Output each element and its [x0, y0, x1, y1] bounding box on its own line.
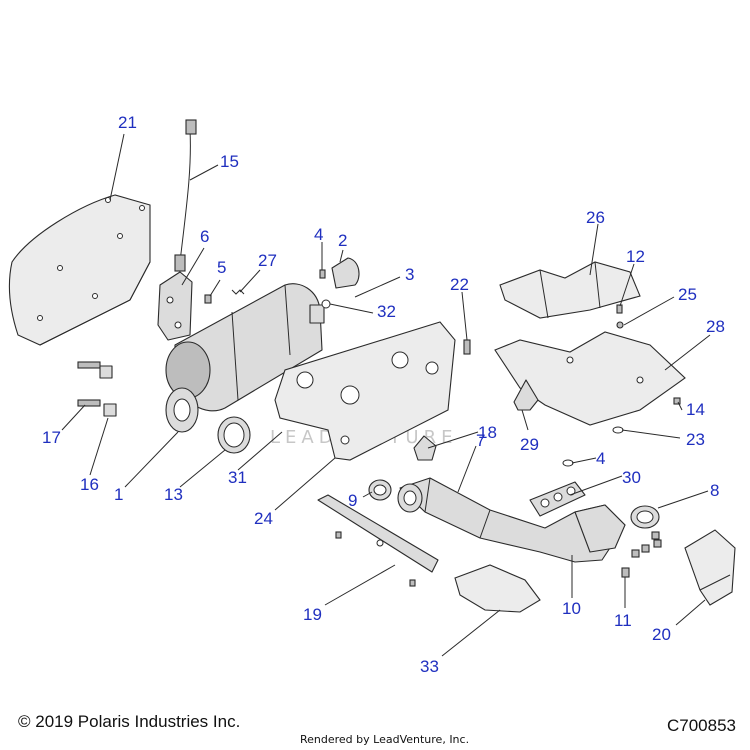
callout-10: 10: [562, 599, 581, 618]
callout-32: 32: [377, 302, 396, 321]
diagram-id: C700853: [666, 716, 736, 735]
callout-9: 9: [348, 491, 357, 510]
callout-19: 19: [303, 605, 322, 624]
callout-22: 22: [450, 275, 469, 294]
part-20-plate: [684, 529, 736, 606]
callout-25: 25: [678, 285, 697, 304]
callout-28: 28: [706, 317, 725, 336]
part-19-strap: [317, 494, 439, 587]
callout-11: 11: [614, 611, 632, 630]
callout-18: 18: [478, 423, 497, 442]
callout-5: 5: [217, 258, 226, 277]
rendered-by-link[interactable]: Rendered by LeadVenture, Inc.: [300, 733, 470, 746]
part-21-heat-shield: [9, 194, 151, 346]
part-33-pipe-shield: [454, 564, 541, 613]
callout-33: 33: [420, 657, 439, 676]
part-8-clamp: [630, 505, 660, 529]
part-13-gasket: [217, 416, 251, 454]
part-16-spring: [99, 365, 117, 417]
callout-14: 14: [686, 400, 705, 419]
copyright-text: © 2019 Polaris Industries Inc.: [18, 712, 241, 731]
callout-6: 6: [200, 227, 209, 246]
part-14-screw: [673, 397, 681, 405]
callout-12: 12: [626, 247, 645, 266]
part-15-oxygen-sensor: [174, 119, 197, 272]
callout-29: 29: [520, 435, 539, 454]
part-1-muffler: [165, 283, 325, 433]
callout-30: 30: [622, 468, 641, 487]
callout-4-lower: 4: [596, 449, 605, 468]
callout-31: 31: [228, 468, 247, 487]
callout-7: 7: [476, 431, 485, 450]
part-4-washer-lower: [562, 459, 574, 467]
part-11-bolts: [621, 531, 662, 578]
callout-24: 24: [254, 509, 273, 528]
callout-20: 20: [652, 625, 671, 644]
part-9-ring: [368, 479, 392, 501]
part-5-bolt: [204, 294, 212, 304]
callout-21: 21: [118, 113, 137, 132]
part-25-nut: [616, 321, 624, 329]
callout-27: 27: [258, 251, 277, 270]
part-6-bracket: [157, 271, 193, 341]
callout-17: 17: [42, 428, 61, 447]
part-23-washer: [612, 426, 624, 434]
part-30-gasket: [529, 481, 586, 517]
callout-16: 16: [80, 475, 99, 494]
callout-1: 1: [114, 485, 123, 504]
part-7-header-pipe: [397, 477, 626, 563]
part-12-screw: [616, 304, 623, 314]
callout-13: 13: [164, 485, 183, 504]
callout-23: 23: [686, 430, 705, 449]
callout-2: 2: [338, 231, 347, 250]
callout-26: 26: [586, 208, 605, 227]
part-22-bolt: [463, 339, 471, 355]
part-2-cap: [331, 257, 360, 289]
part-18-bracket: [413, 435, 437, 461]
part-4-fastener-top: [319, 269, 326, 279]
part-29-bracket: [513, 379, 539, 411]
part-27-spring: [231, 289, 245, 295]
callout-4-top: 4: [314, 225, 323, 244]
part-17-bolt: [77, 361, 101, 407]
callout-15: 15: [220, 152, 239, 171]
part-24-heat-shield: [274, 321, 456, 461]
callout-3: 3: [405, 265, 414, 284]
leader-lines: [61, 133, 711, 657]
part-32-washer: [321, 299, 331, 309]
part-26-upper-shield: [499, 261, 641, 319]
callout-labels: 21 15 6 5 27 4 2 3 32 22 26 12 25 28 14 …: [42, 113, 725, 676]
callout-8: 8: [710, 481, 719, 500]
part-28-lower-shield: [494, 331, 686, 426]
